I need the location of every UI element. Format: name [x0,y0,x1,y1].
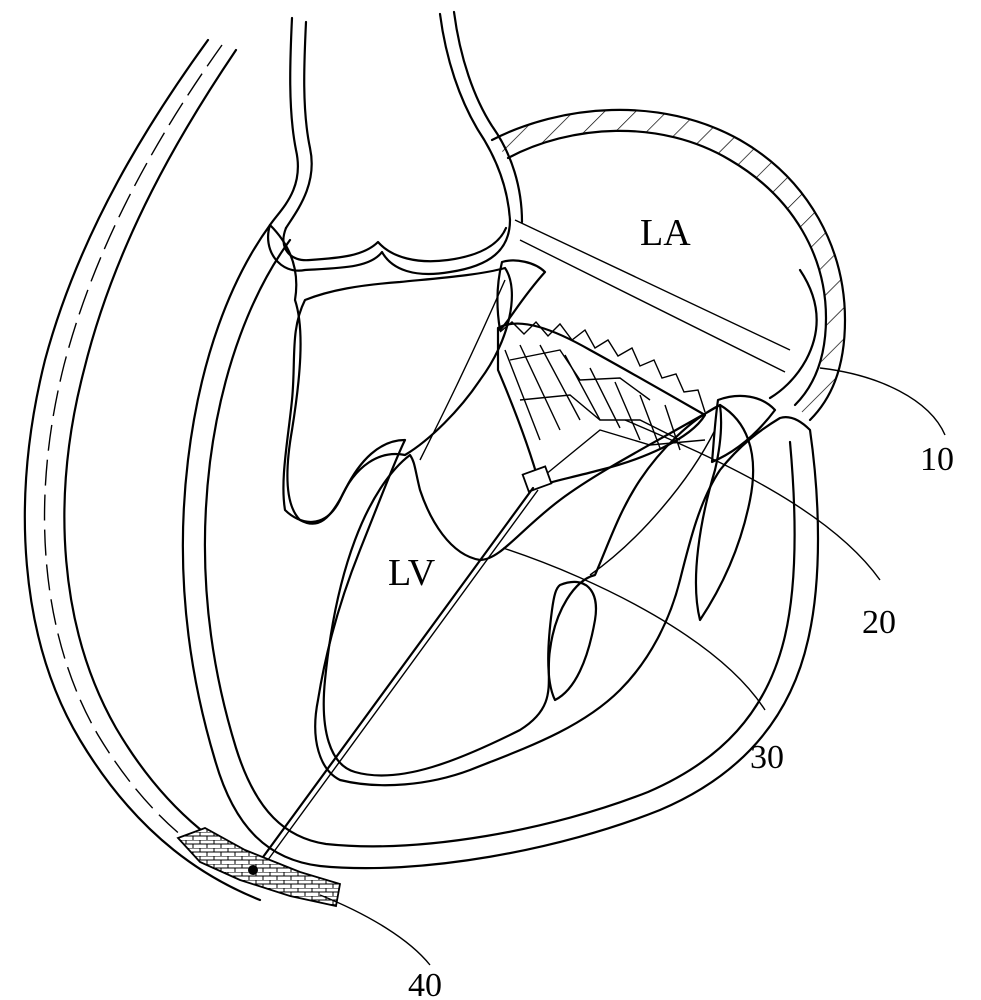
ref-label-10: 10 [920,441,954,478]
aorta [268,12,522,274]
left-atrium-wall [492,110,845,420]
ref-label-20: 20 [862,604,896,641]
prosthetic-valve-stent [498,322,705,492]
ventricle-cavity [283,268,753,776]
left-ventricle-myocardium [183,225,818,868]
outer-pericardium [25,40,276,900]
tether [255,488,538,868]
ref-label-30: 30 [750,739,784,776]
ref-label-40: 40 [408,967,442,1000]
label-lv: LV [388,552,436,594]
label-la: LA [640,212,691,254]
leader-lines [320,368,945,965]
